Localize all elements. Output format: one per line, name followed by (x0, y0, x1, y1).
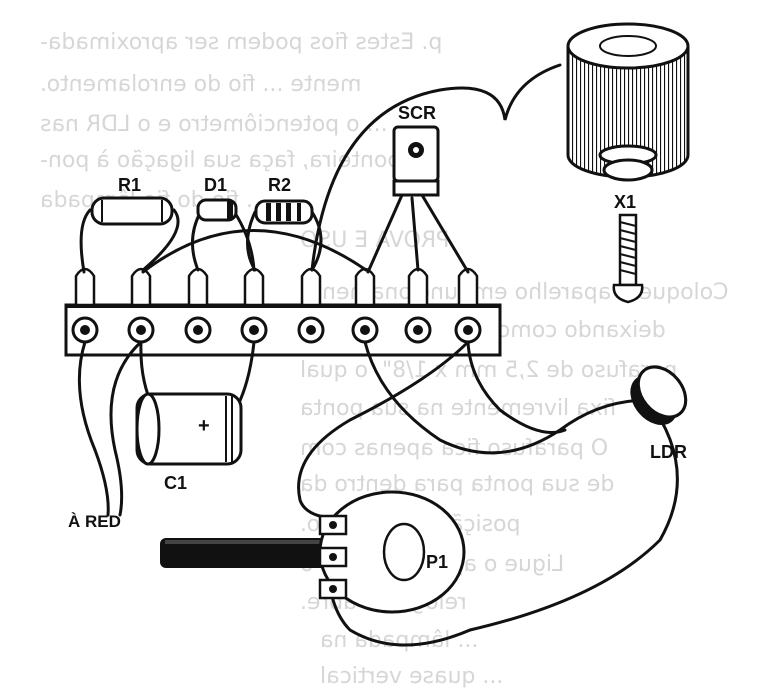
scr-thyristor (392, 125, 440, 197)
screw-x1 (612, 213, 644, 304)
c1-label: C1 (164, 473, 187, 493)
terminal-screw (71, 316, 482, 344)
r1-label: R1 (118, 175, 141, 195)
scr-label: SCR (398, 103, 436, 123)
wires (77, 63, 679, 647)
diode-d1 (196, 198, 238, 222)
d1-label: D1 (204, 175, 227, 195)
ldr-label: LDR (650, 442, 687, 462)
polarity-mark: + (198, 415, 210, 437)
p1-label: P1 (426, 552, 448, 572)
terminal-strip (64, 267, 502, 357)
r2-label: R2 (268, 175, 291, 195)
x1-label: X1 (614, 192, 636, 212)
relay-coil (566, 22, 690, 182)
ac-input-label: À RED (68, 512, 121, 531)
capacitor-c1 (135, 392, 243, 466)
potentiometer-p1 (160, 490, 466, 614)
ldr-photoresistor (630, 365, 688, 426)
resistor-r2 (254, 199, 314, 225)
solder-lugs (74, 267, 479, 307)
resistor-r1 (90, 196, 174, 226)
